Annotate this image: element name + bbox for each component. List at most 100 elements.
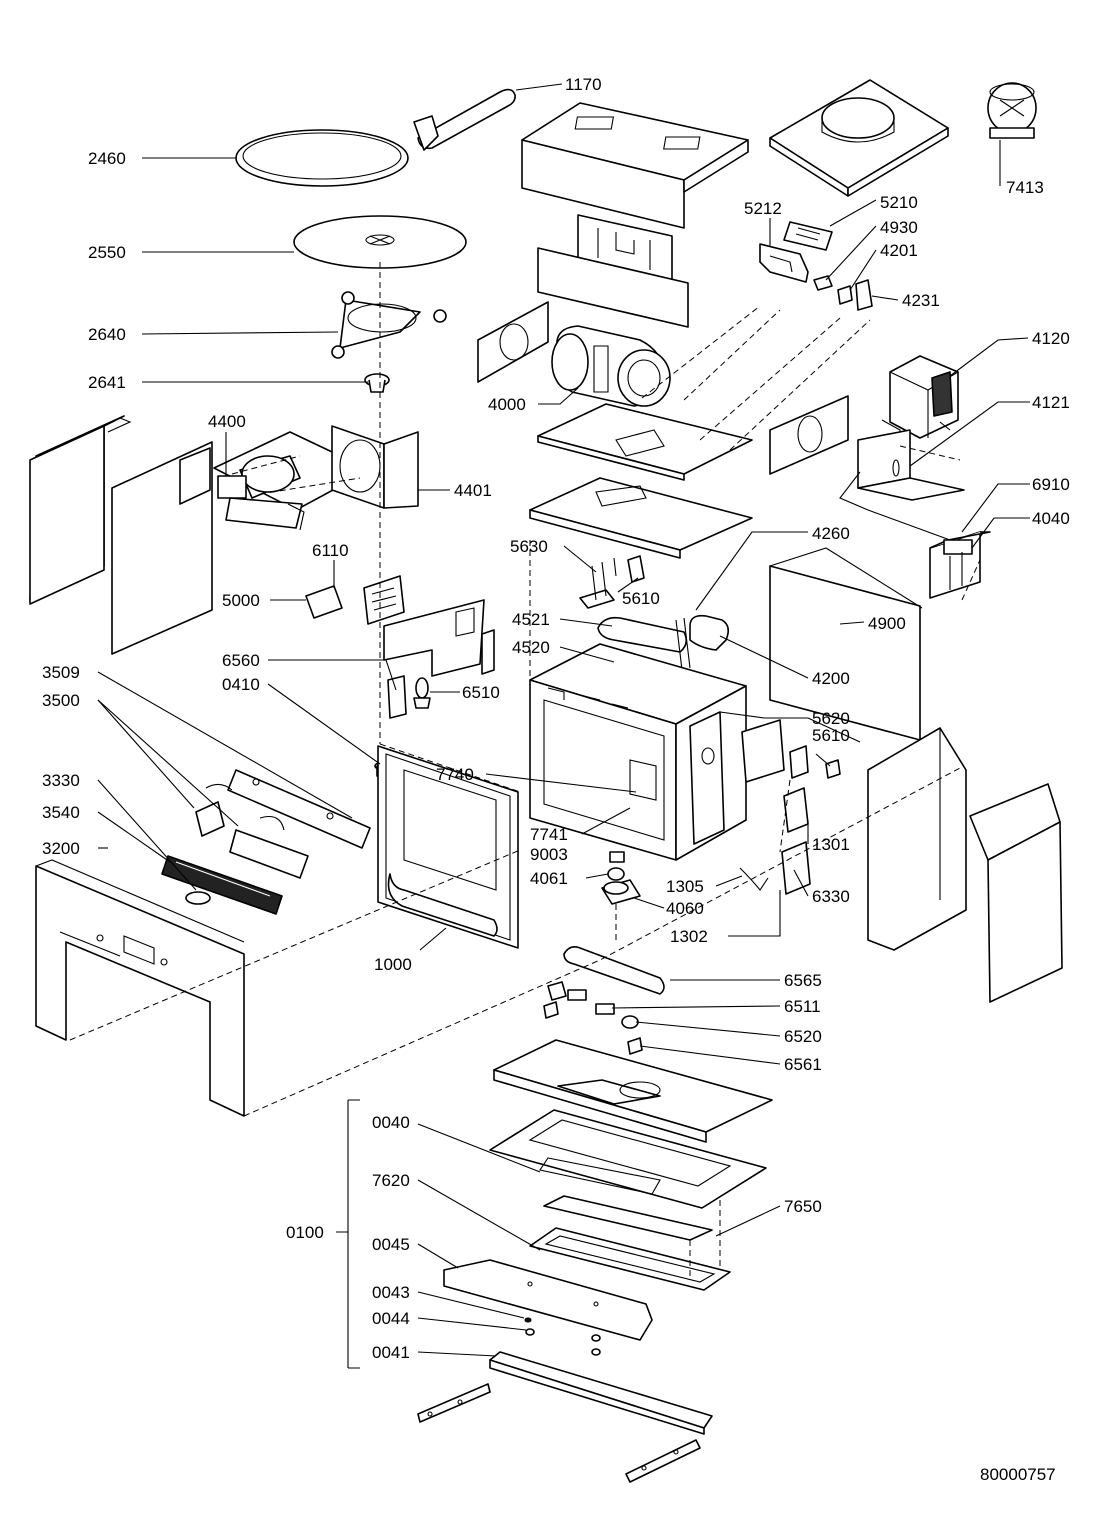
part-3330-control-panel — [161, 855, 283, 915]
part-1305-spring — [739, 867, 769, 891]
label-5620: 5620 — [812, 709, 850, 728]
label-3500: 3500 — [42, 691, 80, 710]
part-4121-bracket — [857, 429, 965, 501]
label-4121: 4121 — [1032, 393, 1070, 412]
part-4401-air-duct — [331, 425, 419, 509]
part-0043-screw — [524, 1317, 532, 1323]
part-5000-board — [305, 585, 343, 619]
label-2550: 2550 — [88, 243, 126, 262]
part-waveguide-cover — [537, 403, 753, 481]
label-6510: 6510 — [462, 683, 500, 702]
label-5212: 5212 — [744, 199, 782, 218]
label-6561: 6561 — [784, 1055, 822, 1074]
label-0040: 0040 — [372, 1113, 410, 1132]
part-side-panel-left-outer — [29, 415, 132, 605]
label-3540: 3540 — [42, 803, 80, 822]
label-4260: 4260 — [812, 524, 850, 543]
part-4521-heater — [597, 616, 688, 653]
label-0041: 0041 — [372, 1343, 410, 1362]
part-1000-door — [377, 745, 519, 949]
part-9003-seal — [609, 851, 625, 863]
label-6520: 6520 — [784, 1027, 822, 1046]
part-7620-filter-holder — [529, 1227, 731, 1291]
label-1305: 1305 — [666, 877, 704, 896]
part-4000-blower — [477, 301, 671, 407]
part-wire-panel — [383, 599, 495, 677]
part-side-panel-left-inner — [111, 441, 213, 655]
part-number-labels: 1170 2460 7413 5210 5212 4930 2550 4201 … — [42, 75, 1070, 1484]
label-6110: 6110 — [312, 541, 349, 560]
part-4200-capacitor — [689, 614, 730, 651]
label-4400: 4400 — [208, 412, 246, 431]
part-side-panel-right-outer — [969, 783, 1063, 1003]
label-6330: 6330 — [812, 887, 850, 906]
label-1000: 1000 — [374, 955, 412, 974]
label-6560: 6560 — [222, 651, 260, 670]
label-2640: 2640 — [88, 325, 126, 344]
label-4061: 4061 — [530, 869, 568, 888]
part-top-cover — [521, 102, 749, 229]
part-3200-front-frame — [35, 859, 245, 1117]
part-4040-magnetron — [929, 531, 991, 599]
assembly-guide-lines — [69, 262, 981, 1280]
part-4061-coupling — [607, 867, 625, 881]
part-top-vent-housing — [769, 79, 949, 197]
part-2550-turntable — [293, 215, 467, 269]
part-6910-wiring — [839, 471, 951, 541]
part-7650-filter — [543, 1195, 713, 1241]
part-0040-filter-frame — [489, 1109, 767, 1209]
part-0045-bottom-cover — [443, 1259, 653, 1341]
label-4231: 4231 — [902, 291, 940, 310]
part-2460-roller-ring — [235, 129, 409, 187]
label-4521: 4521 — [512, 610, 550, 629]
part-3509-support — [227, 769, 371, 849]
label-6511: 6511 — [784, 997, 821, 1016]
part-air-guide-right — [769, 395, 849, 475]
part-5630-switch-bracket — [579, 557, 617, 609]
label-7741: 7741 — [530, 825, 568, 844]
part-5620-cover — [741, 719, 785, 783]
part-5610-switch — [627, 555, 645, 583]
label-4200: 4200 — [812, 669, 850, 688]
label-4900: 4900 — [868, 614, 906, 633]
label-4120: 4120 — [1032, 329, 1070, 348]
part-cavity-top-plate — [529, 477, 753, 559]
part-6110-board — [363, 575, 405, 625]
part-4201-fuse-holder — [837, 285, 853, 305]
part-rail-right — [625, 1439, 701, 1483]
label-3509: 3509 — [42, 663, 80, 682]
part-grease-filters — [537, 214, 689, 328]
label-7620: 7620 — [372, 1171, 410, 1190]
part-6561-clip — [543, 1001, 643, 1055]
part-5212-bracket — [759, 243, 809, 283]
part-4120-transformer — [881, 355, 959, 439]
label-5210: 5210 — [880, 193, 918, 212]
label-3330: 3330 — [42, 771, 80, 790]
part-4060-turntable-motor — [601, 879, 641, 905]
part-3540-knob — [185, 891, 211, 905]
document-number: 80000757 — [980, 1465, 1056, 1484]
part-4930-fuse — [813, 275, 833, 291]
part-6560-lamp-holder — [387, 675, 407, 719]
label-0043: 0043 — [372, 1283, 410, 1302]
label-0044: 0044 — [372, 1309, 410, 1328]
label-4930: 4930 — [880, 218, 918, 237]
part-6565-lamp-cover — [563, 946, 665, 995]
label-2641: 2641 — [88, 373, 126, 392]
label-7740: 7740 — [436, 765, 474, 784]
part-6511-lamp-socket — [547, 981, 615, 1015]
label-4060: 4060 — [666, 899, 704, 918]
part-4260-diode — [675, 617, 691, 671]
part-5210-board — [783, 221, 833, 251]
label-1170: 1170 — [565, 75, 602, 94]
leader-lines — [97, 83, 1030, 1369]
part-5610-right-switch — [789, 745, 841, 779]
label-7650: 7650 — [784, 1197, 822, 1216]
part-4400-fan-motor — [213, 431, 371, 531]
label-5630: 5630 — [510, 537, 548, 556]
part-6510-lamp — [413, 677, 431, 709]
label-0410: 0410 — [222, 675, 260, 694]
label-4401: 4401 — [454, 481, 492, 500]
label-0100: 0100 — [286, 1223, 324, 1242]
